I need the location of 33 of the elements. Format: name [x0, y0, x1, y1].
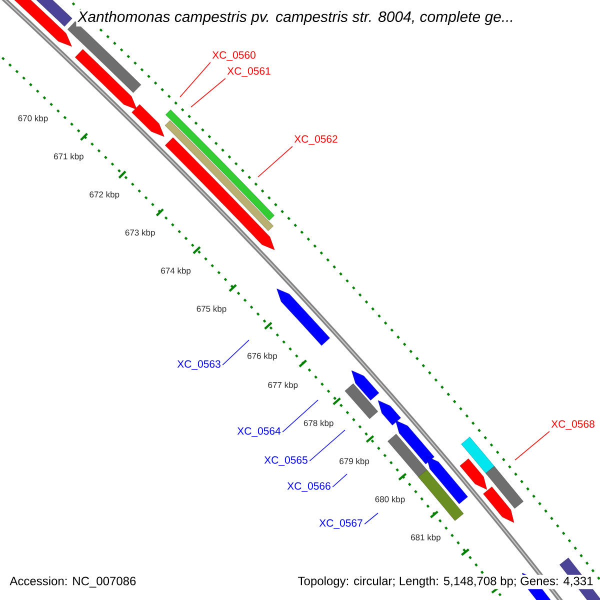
gene-label: XC_0563 [177, 360, 220, 370]
scale-label: 676 kbp [246, 352, 278, 362]
title: Xanthomonas campestris pv. campestris str. 8004, complete ge... [76, 10, 516, 26]
scale-label: 674 kbp [160, 266, 192, 276]
scale-label: 670 kbp [17, 114, 49, 124]
gene-label: XC_0561 [227, 67, 270, 77]
leader-line [282, 400, 318, 432]
leader-line [180, 62, 211, 98]
gene-label: XC_0560 [212, 51, 256, 61]
leader-line [258, 146, 293, 178]
scale-label: 679 kbp [338, 457, 370, 467]
scale-label: 681 kbp [410, 533, 442, 543]
genome-info-text: Topology: circular; Length: 5,148,708 bp; Genes: 4,331 [296, 574, 595, 590]
gene-label: XC_0568 [551, 420, 594, 430]
scale-label: 678 kbp [302, 419, 335, 429]
leader-line [514, 431, 550, 460]
gene-label: XC_0567 [319, 519, 362, 529]
scale-label: 671 kbp [52, 152, 85, 162]
scale-label: 672 kbp [88, 190, 120, 200]
scale-label: 680 kbp [374, 495, 406, 505]
leader-line [364, 512, 378, 524]
scale-label: 675 kbp [196, 304, 228, 314]
gene-label: XC_0562 [294, 135, 338, 145]
leader-line [222, 340, 250, 366]
accession-text: Accession: NC_007086 [8, 574, 138, 590]
leader-line [332, 474, 348, 488]
gene-label: XC_0564 [237, 427, 281, 437]
gene-label: XC_0566 [287, 482, 330, 492]
scale-label: 673 kbp [124, 228, 156, 238]
leader-line [190, 78, 226, 108]
leader-line [309, 430, 346, 462]
scale-label: 677 kbp [266, 380, 299, 390]
gene-label: XC_0565 [264, 456, 308, 466]
